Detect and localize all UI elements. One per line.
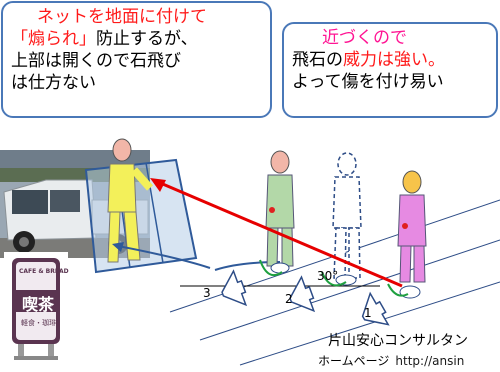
speech-bubble-right: 近づくので 飛石の威力は強い。 よって傷を付け易い [282, 22, 498, 118]
bubble-right-line3: よって傷を付け易い [292, 72, 444, 92]
speech-bubble-left: ネットを地面に付けて 「煽られ」防止するが、 上部は開くので石飛び は仕方ない [1, 1, 272, 118]
trajectory-3 [117, 245, 211, 269]
bubble-left-line3: 上部は開くので石飛び [11, 51, 181, 71]
company-name: 片山安心コンサルタン [328, 333, 468, 349]
arrow-3-label: 3 [203, 286, 211, 300]
bubble-right-line1: 近づくので [322, 28, 407, 48]
arrow-3 [221, 269, 248, 307]
sign-top-text: CAFE & BREAD [19, 268, 69, 275]
homepage-url[interactable]: http://ansin [395, 354, 465, 368]
arrow-2-label: 2 [285, 292, 293, 306]
bubble-left-quote: 「煽られ」 [11, 29, 96, 49]
bubble-right-line2b: 威力は強い。 [343, 50, 445, 70]
person-yellow [107, 138, 153, 263]
bubble-left-line2: 防止するが、 [96, 29, 198, 49]
arrow-1-label: 1 [364, 306, 372, 320]
arrow-1 [361, 291, 390, 326]
sign-sub-text: 軽食・珈琲 [21, 319, 56, 327]
bubble-left-line1: ネットを地面に付けて [37, 7, 207, 27]
bubble-right-line2a: 飛石の [292, 50, 343, 70]
sign-main-text: 喫茶 [22, 295, 55, 314]
bubble-left-line4: は仕方ない [11, 73, 96, 93]
person-pink [397, 170, 427, 283]
homepage-line: ホームページ http://ansin [318, 352, 464, 369]
arrow-2 [289, 275, 316, 313]
person-dashed [332, 152, 362, 279]
stone-trajectory [157, 180, 403, 288]
homepage-label: ホームページ [318, 354, 390, 368]
angle-label: 30° [317, 269, 339, 283]
cafe-sign [4, 252, 68, 362]
person-green [265, 150, 295, 267]
